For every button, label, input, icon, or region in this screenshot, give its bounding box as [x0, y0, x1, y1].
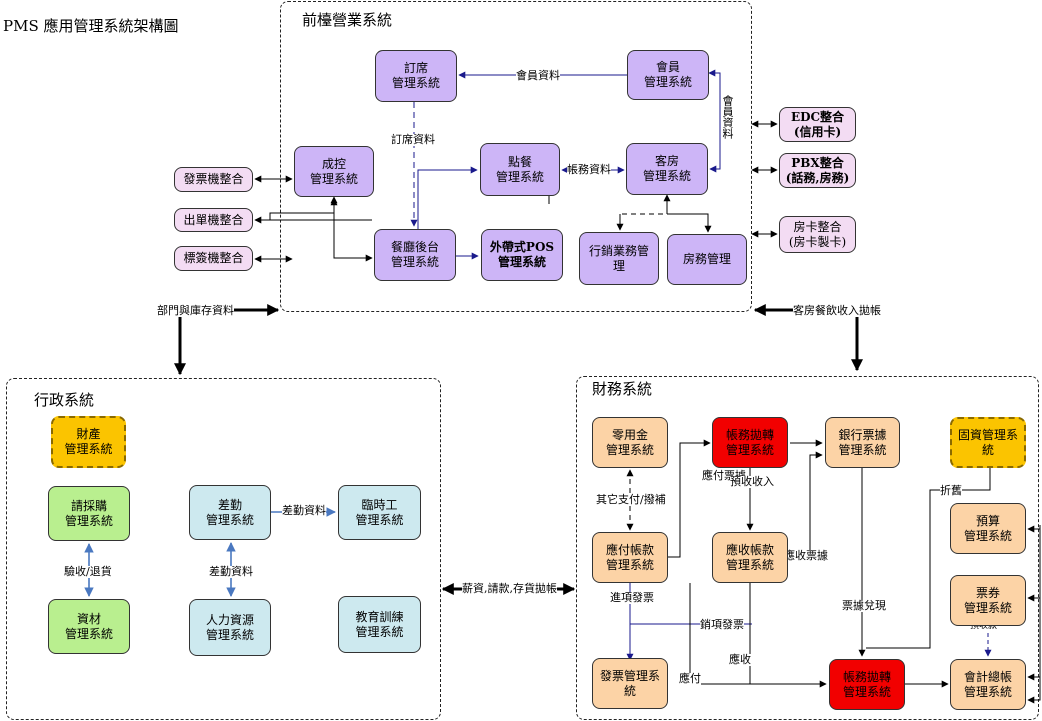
- ordering-system[interactable]: 點餐 管理系統: [480, 143, 560, 196]
- label-output-invoice: 銷項發票: [700, 618, 744, 631]
- accounts-receivable-system[interactable]: 應收帳款 管理系統: [712, 532, 788, 583]
- slip-printer-integration[interactable]: 出單機整合: [174, 208, 253, 232]
- accounts-payable-system[interactable]: 應付帳款 管理系統: [592, 532, 668, 583]
- budget-system[interactable]: 預算 管理系統: [950, 503, 1026, 554]
- sales-marketing-system[interactable]: 行銷業務管 理: [579, 232, 659, 285]
- takeout-pos-system[interactable]: 外帶式POS 管理系統: [481, 229, 563, 281]
- label-inspection-return: 驗收/退貨: [64, 565, 112, 578]
- general-ledger-system[interactable]: 會計總帳 管理系統: [950, 659, 1026, 710]
- account-transfer-system-bottom[interactable]: 帳務拋轉 管理系統: [829, 659, 905, 710]
- label-receivable-notes: 應收票據: [784, 549, 828, 562]
- front-desk-region: [280, 1, 752, 312]
- temp-worker-system[interactable]: 臨時工 管理系統: [338, 485, 421, 540]
- label-member-data: 會員資料: [516, 69, 560, 82]
- booking-system[interactable]: 訂席 管理系統: [375, 50, 457, 102]
- label-payable-short: 應付: [679, 672, 701, 685]
- property-system[interactable]: 財產 管理系統: [51, 416, 126, 468]
- label-room-dining-income: 客房餐飲收入拋帳: [793, 304, 881, 317]
- label-account-data: 帳務資料: [567, 163, 611, 176]
- label-attendance-data-vertical: 差勤資料: [209, 565, 253, 578]
- label-advance-income: 預收收入: [730, 475, 774, 488]
- purchase-system[interactable]: 請採購 管理系統: [48, 486, 130, 541]
- invoice-machine-integration[interactable]: 發票機整合: [174, 167, 253, 192]
- member-system[interactable]: 會員 管理系統: [627, 50, 709, 100]
- hr-system[interactable]: 人力資源 管理系統: [189, 599, 271, 656]
- label-member-data-vertical: 會員資料: [721, 95, 734, 139]
- pbx-integration[interactable]: PBX整合 (話務,房務): [779, 153, 856, 188]
- account-transfer-system-top[interactable]: 帳務拋轉 管理系統: [712, 417, 788, 468]
- label-dept-inventory: 部門與庫存資料: [157, 304, 234, 317]
- admin-region: [6, 378, 441, 720]
- label-printer-integration[interactable]: 標簽機整合: [174, 246, 253, 271]
- vouchers-system[interactable]: 票券 管理系統: [950, 575, 1026, 626]
- invoice-management-system[interactable]: 發票管理系 統: [592, 658, 668, 709]
- front-desk-region-title: 前檯營業系統: [302, 11, 393, 29]
- housekeeping-system[interactable]: 房務管理: [667, 234, 747, 285]
- bank-notes-system[interactable]: 銀行票據 管理系統: [825, 417, 900, 468]
- label-payroll: 薪資,請款,存貨拋帳: [462, 582, 557, 595]
- admin-region-title: 行政系統: [34, 391, 95, 409]
- finance-region: [576, 376, 1039, 720]
- training-system[interactable]: 教育訓練 管理系統: [338, 596, 421, 653]
- label-booking-data: 訂席資料: [391, 133, 435, 146]
- label-depreciation: 折舊: [940, 484, 962, 497]
- label-attendance-data: 差勤資料: [282, 504, 326, 517]
- label-receivable-short: 應收: [729, 653, 751, 666]
- petty-cash-system[interactable]: 零用金 管理系統: [592, 417, 668, 468]
- fixed-assets-system[interactable]: 固資管理系 統: [950, 417, 1026, 468]
- edc-integration[interactable]: EDC整合 (信用卡): [779, 107, 856, 142]
- cost-control-system[interactable]: 成控 管理系統: [294, 146, 374, 197]
- page-title: PMS 應用管理系統架構圖: [3, 17, 179, 35]
- guest-room-system[interactable]: 客房 管理系統: [626, 143, 708, 195]
- label-bill-cashing: 票據兌現: [842, 599, 886, 612]
- kitchen-backend-system[interactable]: 餐廳後台 管理系統: [374, 229, 456, 281]
- material-system[interactable]: 資材 管理系統: [48, 599, 130, 654]
- attendance-system[interactable]: 差勤 管理系統: [189, 485, 271, 540]
- room-card-integration[interactable]: 房卡整合 (房卡製卡): [779, 216, 856, 253]
- label-other-payments: 其它支付/撥補: [596, 493, 666, 506]
- finance-region-title: 財務系統: [592, 380, 653, 398]
- label-input-invoice: 進項發票: [610, 591, 654, 604]
